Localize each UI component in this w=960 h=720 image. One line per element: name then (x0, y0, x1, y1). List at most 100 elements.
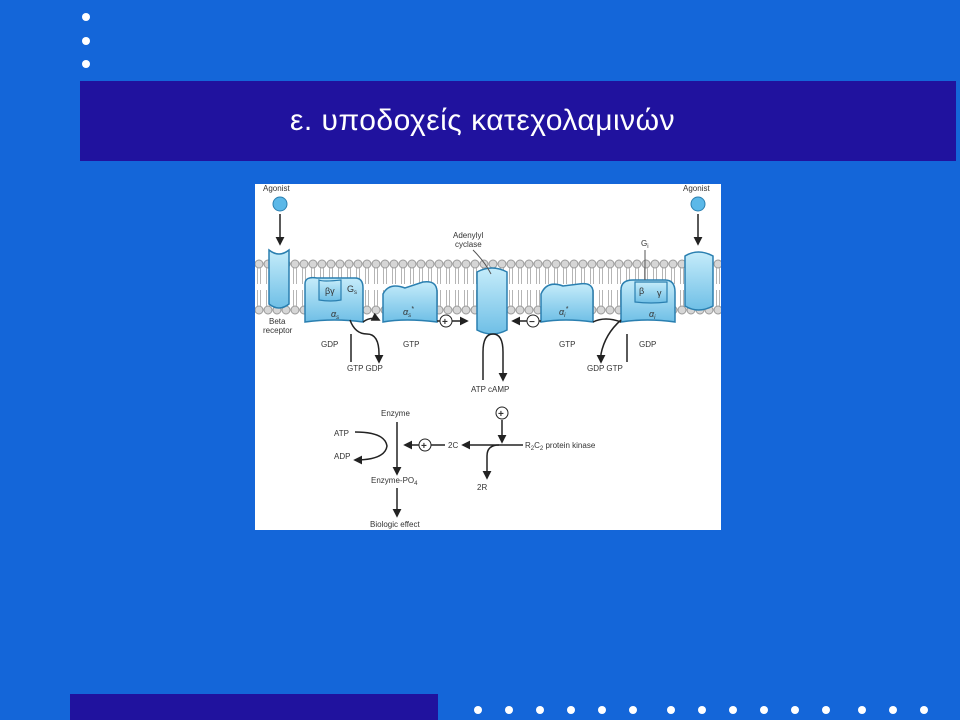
adp-label: ADP (334, 452, 350, 461)
protein-kinase-label: R2C2 protein kinase (525, 441, 596, 452)
adenylyl-cyclase-label-2: cyclase (455, 240, 482, 249)
beta-receptor-protein (268, 248, 290, 309)
agonist-left-ligand (272, 196, 288, 212)
inhibition-minus-icon (526, 314, 540, 328)
alpha-s-star-label: αs* (403, 306, 414, 319)
lipid-head (353, 259, 363, 269)
alpha-s-label: αs (331, 309, 339, 321)
lipid-head (255, 305, 264, 315)
stimulation-plus-icon (439, 314, 453, 328)
agonist-left-label: Agonist (263, 184, 290, 193)
lipid-head (461, 259, 471, 269)
bullet-dot (82, 37, 90, 45)
gi-label: Gi (641, 239, 649, 250)
two-c-label: 2C (448, 441, 458, 450)
footer-dot (822, 706, 830, 714)
footer-dot (729, 706, 737, 714)
slide-title: ε. υποδοχείς κατεχολαμινών (290, 104, 676, 137)
lipid-head (524, 305, 534, 315)
footer-dot (536, 706, 544, 714)
lipid-head (488, 259, 498, 269)
atp-label: ATP (334, 429, 349, 438)
lipid-head (299, 259, 309, 269)
lipid-head (443, 259, 453, 269)
lipid-head (515, 259, 525, 269)
lipid-head (407, 259, 417, 269)
footer-dot (760, 706, 768, 714)
lipid-head (650, 259, 660, 269)
lipid-head (542, 259, 552, 269)
lipid-head (668, 259, 678, 269)
gs-label: Gs (347, 284, 357, 296)
lipid-head (452, 305, 462, 315)
inhibition-minus-sign: − (529, 317, 535, 328)
lipid-head (290, 305, 300, 315)
lipid-head (452, 259, 462, 269)
lipid-head (659, 259, 669, 269)
enzyme-label: Enzyme (381, 409, 410, 418)
enzyme-po4-label: Enzyme-PO4 (371, 476, 418, 487)
alpha-i-label: αi (649, 309, 656, 321)
lipid-head (317, 259, 327, 269)
lipid-head (578, 259, 588, 269)
camp-plus-icon (495, 406, 509, 420)
biologic-effect-label: Biologic effect (370, 520, 420, 529)
footer-dot (505, 706, 513, 714)
lipid-head (362, 259, 372, 269)
agonist-right-label: Agonist (683, 184, 710, 193)
lipid-head (569, 259, 579, 269)
lipid-head (371, 259, 381, 269)
agonist-right-ligand (690, 196, 706, 212)
gi-gamma-label: γ (657, 288, 662, 298)
lipid-head (623, 259, 633, 269)
footer-dot (567, 706, 575, 714)
lipid-head (416, 259, 426, 269)
kinase-plus-icon (418, 438, 432, 452)
gi-beta-gamma-subunit (634, 281, 668, 304)
lipid-head (632, 259, 642, 269)
alpha2-receptor-protein (684, 251, 714, 311)
alpha-i-star-label: αi* (559, 306, 568, 319)
lipid-head (255, 259, 264, 269)
lipid-head (596, 259, 606, 269)
lipid-head (560, 259, 570, 269)
lipid-head (533, 259, 543, 269)
camp-plus-sign: + (498, 409, 504, 420)
gdp-gtp-right-label: GDP GTP (587, 364, 623, 373)
receptor-diagram-svg: Agonist Agonist Beta receptor βγ Gs αs α… (255, 184, 721, 529)
lipid-head (506, 305, 516, 315)
footer-band (70, 694, 438, 720)
footer-dot (920, 706, 928, 714)
atp-camp-label: ATP cAMP (471, 385, 509, 394)
adenylyl-cyclase-protein (476, 267, 508, 335)
lipid-head (515, 305, 525, 315)
lipid-head (326, 259, 336, 269)
footer-dot (791, 706, 799, 714)
receptor-diagram: Agonist Agonist Beta receptor βγ Gs αs α… (255, 184, 721, 530)
gs-beta-gamma-label: βγ (325, 286, 335, 296)
bullet-dot (82, 13, 90, 21)
lipid-head (506, 259, 516, 269)
footer-dot (858, 706, 866, 714)
lipid-head (470, 259, 480, 269)
gtp-left-label: GTP (403, 340, 419, 349)
lipid-head (371, 305, 381, 315)
lipid-head (605, 259, 615, 269)
lipid-head (443, 305, 453, 315)
gs-beta-gamma-subunit (318, 279, 342, 302)
footer-dot (474, 706, 482, 714)
footer-dot (667, 706, 675, 714)
lipid-head (596, 305, 606, 315)
adenylyl-cyclase-label-1: Adenylyl (453, 231, 483, 240)
lipid-head (461, 305, 471, 315)
lipid-head (605, 305, 615, 315)
beta-receptor-label-1: Beta (269, 317, 286, 326)
lipid-head (434, 259, 444, 269)
gtp-right-label: GTP (559, 340, 575, 349)
lipid-head (380, 259, 390, 269)
lipid-head (713, 259, 721, 269)
lipid-head (497, 259, 507, 269)
lipid-head (362, 305, 372, 315)
beta-receptor-label-2: receptor (263, 326, 293, 335)
two-r-label: 2R (477, 483, 487, 492)
